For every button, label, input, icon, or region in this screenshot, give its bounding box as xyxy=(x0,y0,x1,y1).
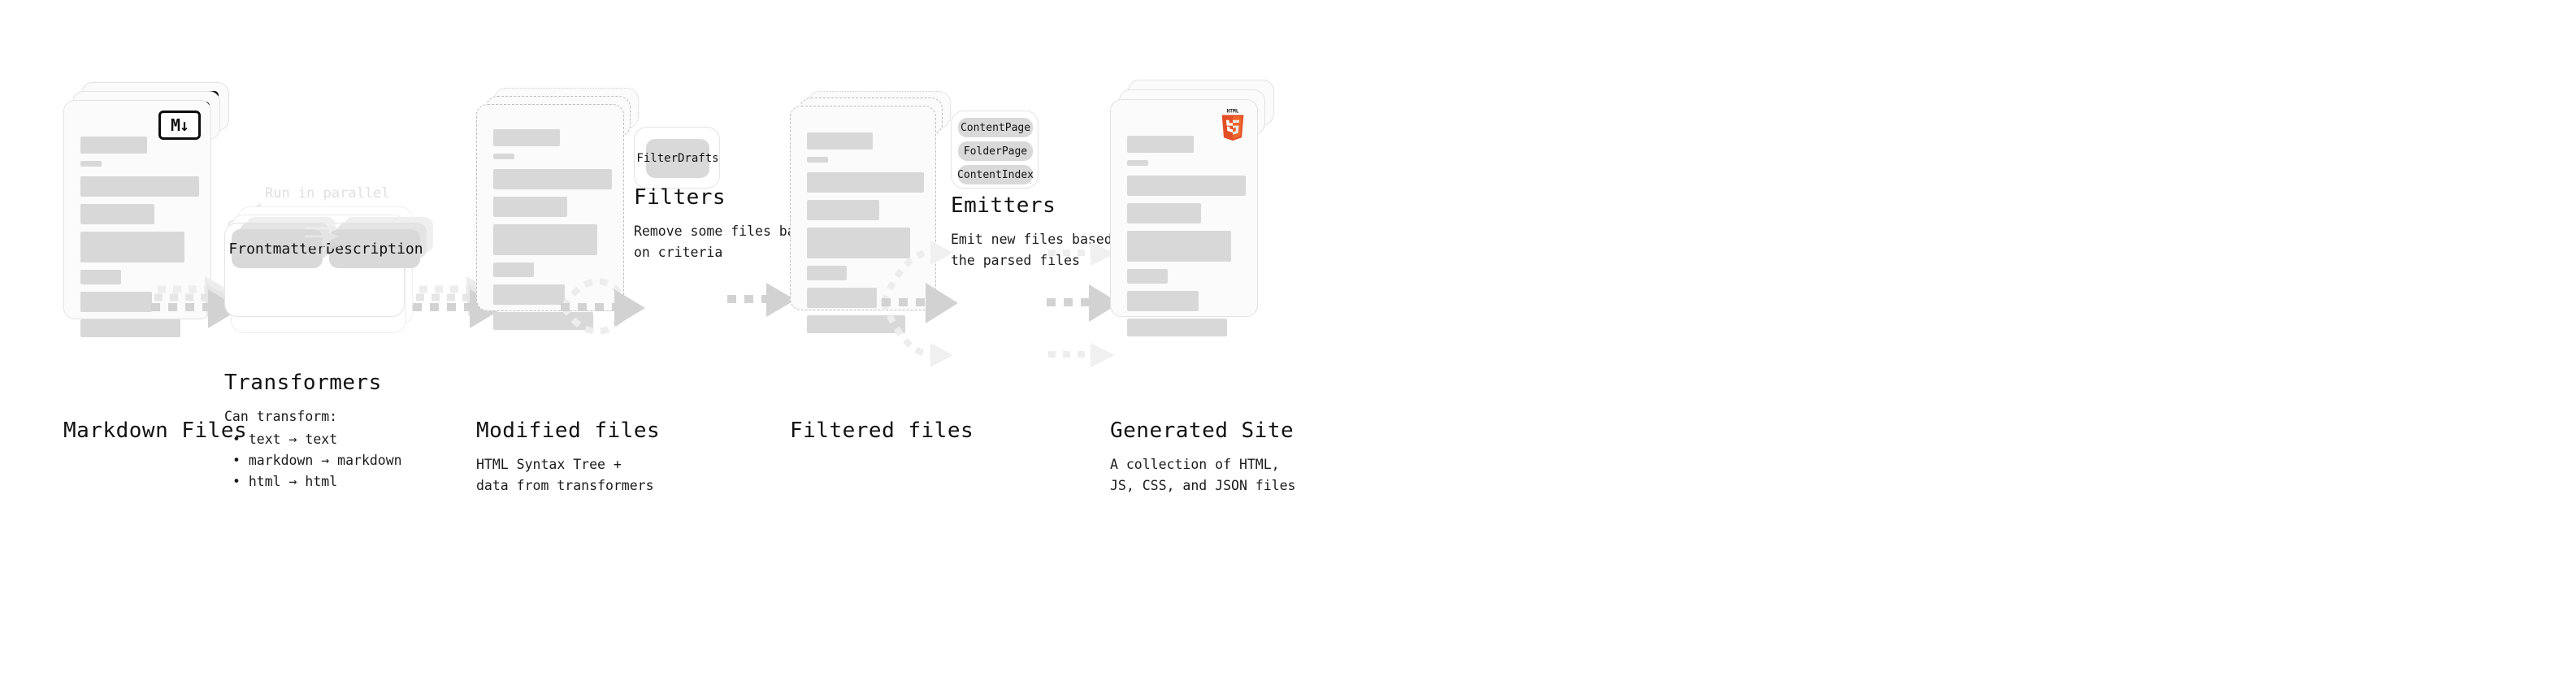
svg-text:HTML: HTML xyxy=(1227,109,1239,115)
stage-subtitle: HTML Syntax Tree + data from transformer… xyxy=(476,457,654,493)
transformer-inner-arrows xyxy=(305,224,341,250)
html5-icon: HTML xyxy=(1221,109,1244,141)
stage-title: Emitters xyxy=(951,193,1056,218)
transformer-bullet-2: • markdown → markdown xyxy=(232,453,402,468)
document-placeholder-lines xyxy=(807,132,924,340)
stage-title: Markdown Files xyxy=(63,419,248,443)
stage-title: Filters xyxy=(634,185,726,210)
stage-modified-files xyxy=(476,88,645,330)
arrow-filters-to-filtered xyxy=(727,283,796,317)
run-in-parallel-label: Run in parallel xyxy=(265,185,390,202)
filter-node-filterdrafts[interactable]: FilterDrafts xyxy=(636,139,719,178)
arrow-modified-to-filters xyxy=(561,278,645,335)
emitter-node-contentindex[interactable]: ContentIndex xyxy=(957,165,1034,184)
arrow-filtered-to-emitters xyxy=(880,241,958,367)
markdown-file-stack: M↓ M↓ M↓ xyxy=(63,82,232,337)
transformer-group-front: Frontmatter Description xyxy=(224,217,433,317)
stage-subtitle: A collection of HTML, JS, CSS, and JSON … xyxy=(1110,457,1296,493)
emitter-node-folderpage[interactable]: FolderPage xyxy=(958,141,1033,161)
stage-subtitle: Remove some files based on criteria xyxy=(634,223,819,260)
document-placeholder-lines xyxy=(80,137,199,345)
caption-modified-files: Modified files HTML Syntax Tree + data f… xyxy=(476,419,660,497)
document-placeholder-lines xyxy=(1127,136,1246,344)
document-placeholder-lines xyxy=(493,129,612,337)
markdown-file-front: M↓ xyxy=(63,100,211,337)
stage-title: Filtered files xyxy=(790,419,974,443)
filtered-file-front xyxy=(790,106,936,333)
stage-title: Modified files xyxy=(476,419,661,443)
stage-generated-site: CSS HTML xyxy=(1110,80,1279,336)
caption-generated-site: Generated Site A collection of HTML, JS,… xyxy=(1110,419,1295,497)
transformer-bullet-1: • text → text xyxy=(232,432,338,447)
modified-file-front xyxy=(476,104,624,330)
stage-title: Generated Site xyxy=(1110,419,1295,443)
emitter-node-contentpage[interactable]: ContentPage xyxy=(958,118,1033,137)
filtered-file-stack xyxy=(790,91,959,333)
stage-title: Transformers xyxy=(224,371,382,395)
caption-markdown-files: Markdown Files xyxy=(63,419,247,443)
caption-transformers: Transformers Can transform: • text → tex… xyxy=(224,371,402,492)
modified-file-stack xyxy=(476,88,645,330)
caption-filters: Filters Remove some files based on crite… xyxy=(634,185,819,263)
stage-subtitle: Emit new files based on the parsed files xyxy=(951,232,1136,268)
arrow-markdown-to-transformers xyxy=(151,276,241,328)
caption-emitters: Emitters Emit new files based on the par… xyxy=(951,193,1136,271)
transformer-bullet-3: • html → html xyxy=(232,474,338,489)
stage-filtered-files xyxy=(790,91,959,333)
markdown-icon: M↓ xyxy=(158,111,201,140)
emitters-group-box: ContentPage FolderPage ContentIndex xyxy=(951,111,1039,189)
stage-subtitle: Can transform: xyxy=(224,409,338,424)
caption-filtered-files: Filtered files xyxy=(790,419,974,443)
stage-markdown-files: M↓ M↓ M↓ xyxy=(63,82,232,337)
generated-file-html: HTML xyxy=(1110,99,1258,336)
arrow-emitters-to-site xyxy=(1047,241,1120,367)
generated-site-stack: CSS HTML xyxy=(1110,80,1279,336)
stage-transformers: Run in parallel Frontmatter Description xyxy=(224,185,433,377)
transformer-node-description[interactable]: Description xyxy=(326,229,423,268)
filters-group-box: FilterDrafts xyxy=(634,127,720,189)
